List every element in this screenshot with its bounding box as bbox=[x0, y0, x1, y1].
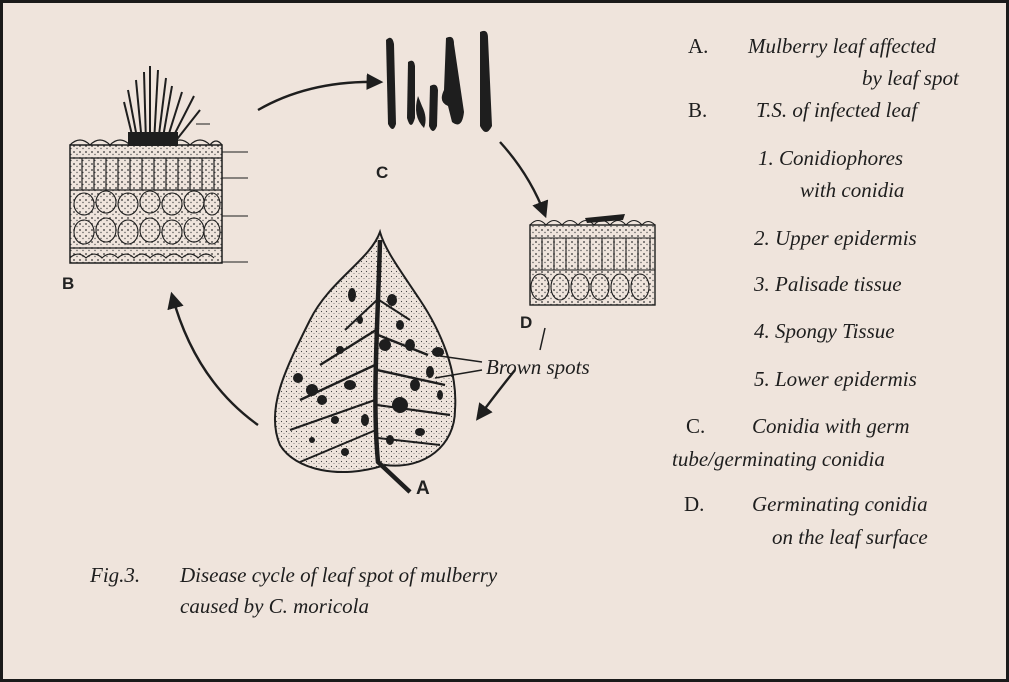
arrow-c-to-d bbox=[500, 142, 545, 215]
legend-b-letter: B. bbox=[688, 100, 707, 121]
leaf-cross-section-b bbox=[70, 66, 248, 263]
legend-c-text-2: tube/germinating conidia bbox=[672, 449, 885, 470]
legend-c-letter: C. bbox=[686, 416, 705, 437]
legend-d-text-1: Germinating conidia bbox=[752, 494, 928, 515]
panel-label-a: A bbox=[416, 478, 430, 500]
legend-b-text: T.S. of infected leaf bbox=[756, 100, 917, 121]
legend-a-text-1: Mulberry leaf affected bbox=[748, 36, 936, 57]
panel-label-d: D bbox=[520, 313, 532, 333]
brown-spots-callout: Brown spots bbox=[486, 357, 590, 378]
caption-line-1: Disease cycle of leaf spot of mulberry bbox=[180, 565, 497, 586]
legend-d-letter: D. bbox=[684, 494, 704, 515]
caption-fig-number: Fig.3. bbox=[90, 565, 140, 586]
legend-b2: 2. Upper epidermis bbox=[754, 228, 917, 249]
arrow-a-to-b bbox=[172, 295, 258, 425]
legend-a-text-2: by leaf spot bbox=[862, 68, 959, 89]
legend-a-letter: A. bbox=[688, 36, 708, 57]
panel-label-b: B bbox=[62, 274, 74, 294]
caption-line-2: caused by C. moricola bbox=[180, 596, 369, 617]
legend-b1-line-2: with conidia bbox=[800, 180, 904, 201]
legend-d-text-2: on the leaf surface bbox=[772, 527, 928, 548]
legend-b5: 5. Lower epidermis bbox=[754, 369, 917, 390]
conidia-c bbox=[386, 31, 492, 132]
legend-b4: 4. Spongy Tissue bbox=[754, 321, 895, 342]
legend-b3: 3. Palisade tissue bbox=[754, 274, 902, 295]
arrow-b-to-c bbox=[258, 82, 380, 110]
infected-leaf-a bbox=[275, 232, 482, 492]
legend-b1-line-1: 1. Conidiophores bbox=[758, 148, 903, 169]
leaf-surface-d bbox=[530, 214, 655, 350]
panel-label-c: C bbox=[376, 163, 388, 183]
legend-c-text-1: Conidia with germ bbox=[752, 416, 910, 437]
